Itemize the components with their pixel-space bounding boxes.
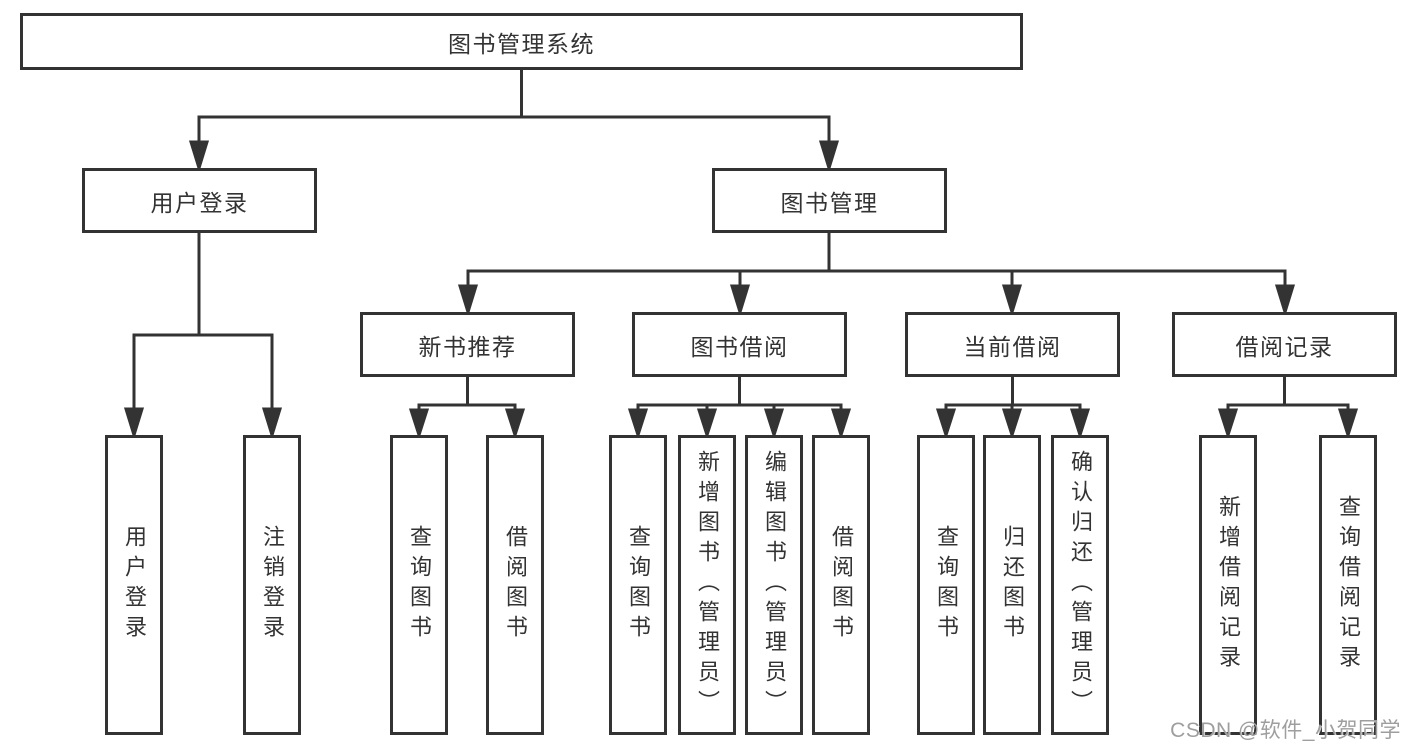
leaf-confirm-return-admin: 确认归还（管理员） — [1051, 435, 1109, 735]
arrow-down-icon — [123, 407, 145, 441]
leaf-edit-books-admin: 编辑图书（管理员） — [745, 435, 803, 735]
node-label: 查询图书 — [407, 525, 432, 645]
node-book-management: 图书管理 — [712, 168, 947, 233]
leaf-borrow-books-recommend: 借阅图书 — [486, 435, 544, 735]
node-label: 编辑图书（管理员） — [762, 450, 787, 720]
node-label: 借阅图书 — [829, 525, 854, 645]
node-label: 用户登录 — [122, 525, 147, 645]
node-label: 图书管理 — [780, 189, 879, 216]
node-label: 查询图书 — [934, 525, 959, 645]
node-current-borrowing: 当前借阅 — [905, 312, 1120, 377]
arrow-down-icon — [188, 140, 210, 174]
node-label: 归还图书 — [1000, 525, 1025, 645]
node-label: 当前借阅 — [963, 333, 1062, 360]
leaf-add-borrow-record: 新增借阅记录 — [1199, 435, 1257, 735]
node-label: 图书管理系统 — [448, 30, 595, 57]
leaf-logout-login: 注销登录 — [243, 435, 301, 735]
node-borrowing-records: 借阅记录 — [1172, 312, 1397, 377]
node-label: 借阅记录 — [1235, 333, 1334, 360]
node-label: 图书借阅 — [690, 333, 789, 360]
node-user-login: 用户登录 — [82, 168, 317, 233]
arrow-down-icon — [504, 408, 526, 440]
node-label: 注销登录 — [260, 525, 285, 645]
arrow-down-icon — [627, 408, 649, 440]
leaf-query-books-borrowing: 查询图书 — [609, 435, 667, 735]
csdn-watermark: CSDN @软件_小贺同学 — [1170, 719, 1401, 742]
node-label: 借阅图书 — [503, 525, 528, 645]
arrow-down-icon — [935, 408, 957, 440]
node-label: 确认归还（管理员） — [1068, 450, 1093, 720]
node-library-management-system: 图书管理系统 — [20, 13, 1023, 70]
leaf-add-books-admin: 新增图书（管理员） — [678, 435, 736, 735]
arrow-down-icon — [261, 407, 283, 441]
arrow-down-icon — [830, 408, 852, 440]
node-label: 新增借阅记录 — [1216, 495, 1241, 675]
node-label: 新增图书（管理员） — [695, 450, 720, 720]
leaf-borrow-books: 借阅图书 — [812, 435, 870, 735]
node-new-book-recommendation: 新书推荐 — [360, 312, 575, 377]
arrow-down-icon — [457, 284, 479, 318]
arrow-down-icon — [1001, 408, 1023, 440]
arrow-down-icon — [1001, 284, 1023, 318]
node-book-borrowing: 图书借阅 — [632, 312, 847, 377]
arrow-down-icon — [1337, 408, 1359, 440]
arrow-down-icon — [1274, 284, 1296, 318]
arrow-down-icon — [696, 408, 718, 440]
arrow-down-icon — [1069, 408, 1091, 440]
arrow-down-icon — [818, 140, 840, 174]
node-label: 用户登录 — [150, 189, 249, 216]
leaf-query-borrow-record: 查询借阅记录 — [1319, 435, 1377, 735]
arrow-down-icon — [763, 408, 785, 440]
node-label: 新书推荐 — [418, 333, 517, 360]
leaf-query-books-recommend: 查询图书 — [390, 435, 448, 735]
leaf-query-books-current: 查询图书 — [917, 435, 975, 735]
arrow-down-icon — [408, 408, 430, 440]
leaf-return-books: 归还图书 — [983, 435, 1041, 735]
node-label: 查询图书 — [626, 525, 651, 645]
leaf-user-login: 用户登录 — [105, 435, 163, 735]
arrow-down-icon — [729, 284, 751, 318]
node-label: 查询借阅记录 — [1336, 495, 1361, 675]
arrow-down-icon — [1217, 408, 1239, 440]
